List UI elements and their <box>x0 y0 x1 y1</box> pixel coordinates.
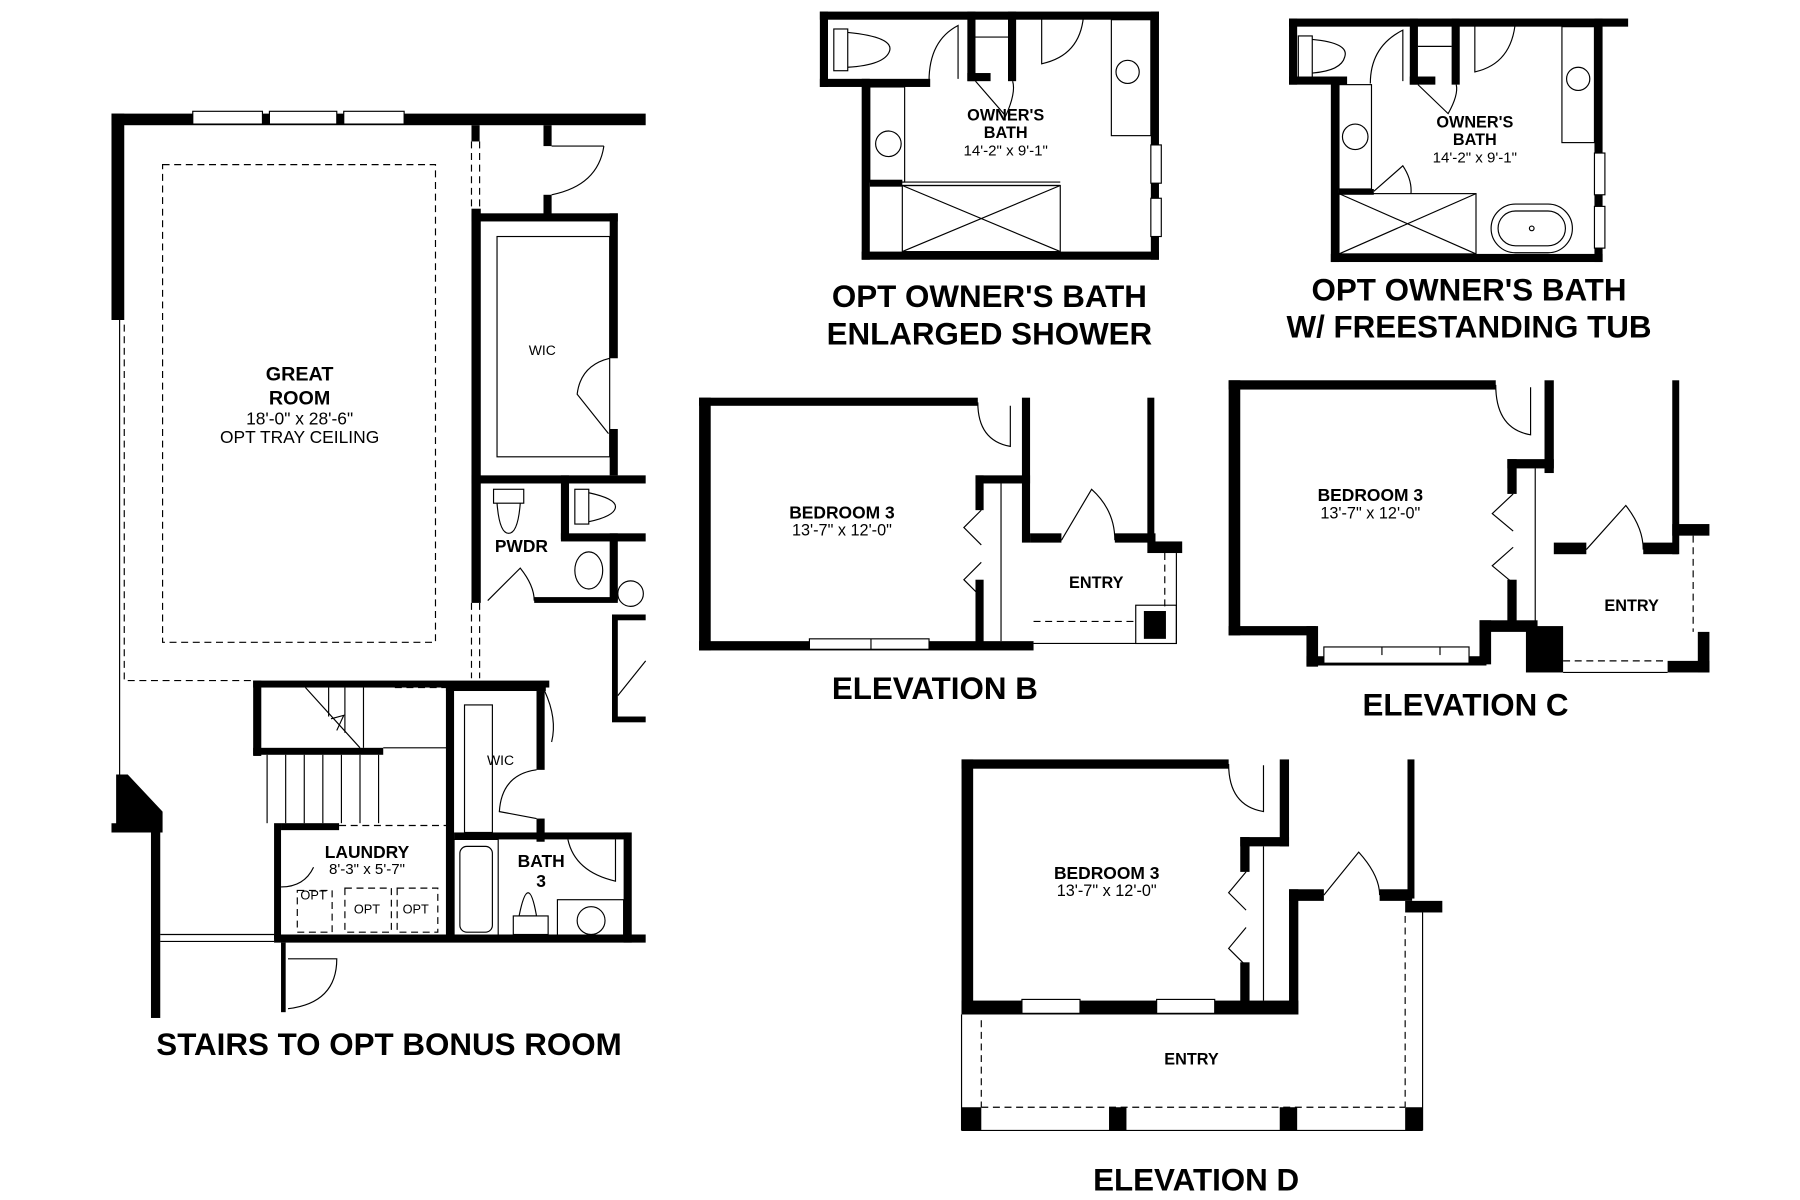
dryer-opt <box>396 887 439 933</box>
sink-icon <box>576 906 606 936</box>
bifold-door <box>963 509 982 598</box>
sink-icon <box>875 130 902 158</box>
great-room-label: GREAT <box>266 363 334 385</box>
owners-bath-size: 14'-2" x 9'-1" <box>1433 149 1517 166</box>
laundry-opt-label: OPT <box>300 888 326 903</box>
bedroom3-label: BEDROOM 3 <box>1318 485 1424 505</box>
toilet-icon <box>574 488 590 525</box>
toilet-icon <box>1297 35 1313 79</box>
toilet-icon <box>492 488 525 504</box>
sink-icon <box>617 580 644 607</box>
owners-bath-label: OWNER'S <box>967 107 1044 125</box>
great-room-note: OPT TRAY CEILING <box>220 427 379 447</box>
entry-label: ENTRY <box>1164 1050 1219 1068</box>
shower-icon <box>1338 193 1477 255</box>
owners-bath-size: 14'-2" x 9'-1" <box>963 142 1047 159</box>
bedroom3-size: 13'-7" x 12'-0" <box>792 522 892 540</box>
owners-bath-label: OWNER'S <box>1436 114 1513 132</box>
entry-label: ENTRY <box>1069 574 1124 592</box>
bath3-label: 3 <box>536 871 546 891</box>
option-title: W/ FREESTANDING TUB <box>1287 309 1652 344</box>
toilet-icon <box>833 28 849 72</box>
elevation-title: ELEVATION D <box>1093 1163 1299 1198</box>
laundry-size: 8'-3" x 5'-7" <box>329 861 405 878</box>
option-enlarged-shower: OWNER'S BATH 14'-2" x 9'-1" OPT OWNER'S … <box>819 11 1162 351</box>
laundry-label: LAUNDRY <box>325 842 410 862</box>
stair-treads <box>266 687 448 824</box>
sink-icon <box>1341 123 1369 151</box>
elevation-title: ELEVATION C <box>1363 687 1569 722</box>
wic-label: WIC <box>529 342 556 358</box>
toilet-bowl-icon <box>574 551 604 590</box>
bedroom3-size: 13'-7" x 12'-0" <box>1320 504 1420 522</box>
window <box>192 110 264 125</box>
option-title: OPT OWNER'S BATH <box>1312 272 1627 307</box>
option-title: ENLARGED SHOWER <box>827 316 1153 351</box>
option-title: OPT OWNER'S BATH <box>832 279 1147 314</box>
elevation-title: ELEVATION B <box>832 671 1038 706</box>
elevation-c-plan: BEDROOM 3 13'-7" x 12'-0" ENTRY ELEVATIO… <box>1228 380 1710 722</box>
laundry-opt-label: OPT <box>403 902 429 917</box>
elevation-d-plan: BEDROOM 3 13'-7" x 12'-0" ENTRY ELEVATIO… <box>960 759 1443 1198</box>
wic-label: WIC <box>487 752 514 768</box>
main-floor-plan: WIC PWDR <box>111 110 647 1062</box>
pwdr-label: PWDR <box>495 536 549 556</box>
main-plan-title: STAIRS TO OPT BONUS ROOM <box>156 1027 621 1062</box>
owners-bath-label: BATH <box>1453 131 1497 149</box>
owners-bath-label: BATH <box>984 124 1028 142</box>
sink-icon <box>1566 66 1591 92</box>
elevation-b-plan: BEDROOM 3 13'-7" x 12'-0" ENTRY ELEVATIO… <box>699 397 1183 706</box>
bathtub-icon <box>453 838 499 938</box>
laundry-sink-opt <box>296 889 333 933</box>
freestanding-tub-icon <box>1490 203 1573 254</box>
entry-label: ENTRY <box>1604 597 1659 615</box>
window <box>343 110 405 125</box>
sink-icon <box>1115 59 1140 85</box>
window <box>268 110 338 125</box>
great-room-label: ROOM <box>269 388 330 410</box>
washer-opt <box>344 887 392 933</box>
bifold-door <box>1227 871 1247 967</box>
toilet-icon <box>518 892 538 917</box>
great-room-size: 18'-0" x 28'-6" <box>246 408 353 428</box>
laundry-opt-label: OPT <box>354 902 380 917</box>
option-freestanding-tub: OWNER'S BATH 14'-2" x 9'-1" OPT OWNER'S … <box>1287 18 1652 344</box>
bifold-door <box>1491 493 1514 584</box>
bedroom3-label: BEDROOM 3 <box>789 502 895 522</box>
bedroom3-size: 13'-7" x 12'-0" <box>1057 882 1157 900</box>
bath3-label: BATH <box>518 851 565 871</box>
shower-icon <box>901 184 1061 253</box>
bedroom3-label: BEDROOM 3 <box>1054 863 1160 883</box>
